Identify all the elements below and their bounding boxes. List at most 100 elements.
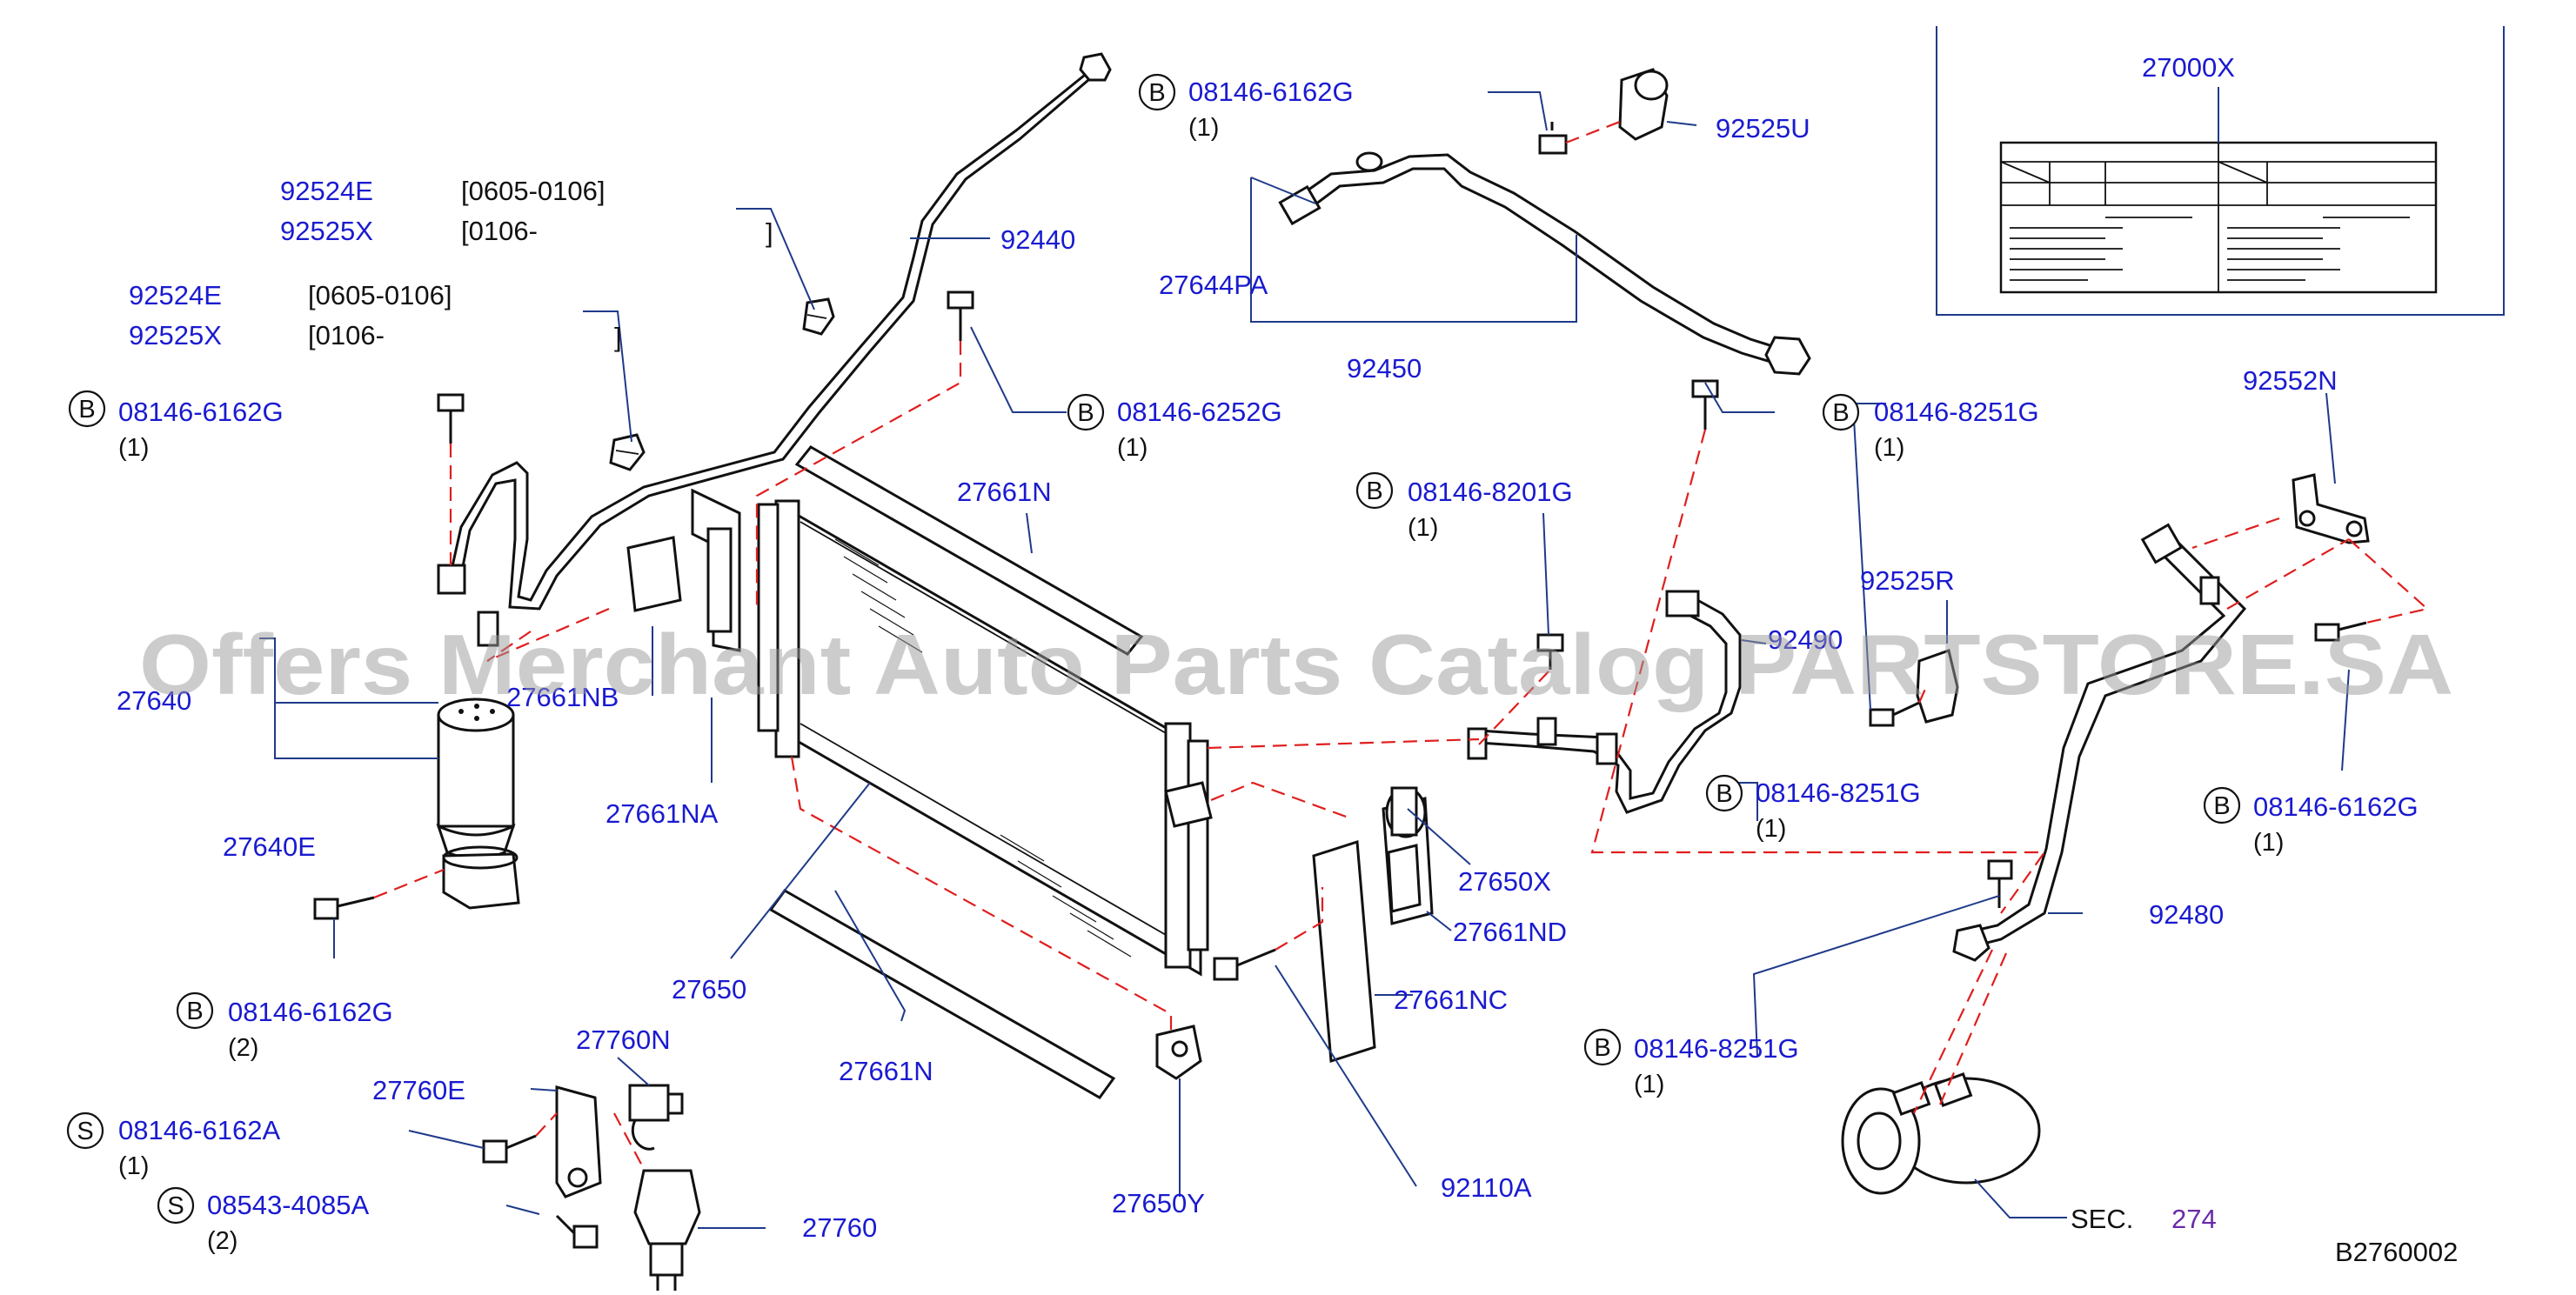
bolt-marker-3: B [1067, 393, 1105, 431]
pipe-92450 [1278, 151, 1811, 376]
label-92110A: 92110A [1441, 1172, 1532, 1203]
bolt-number-6: 08146-8251G [1756, 778, 1921, 808]
bolt-icon-5 [1869, 701, 1920, 727]
bolt-qty-6: (1) [1756, 815, 1786, 843]
label-92525R: 92525R [1860, 565, 1955, 596]
pipe-92490 [1467, 590, 1742, 814]
bolt-qty-5: (1) [1408, 514, 1438, 542]
mount-27650Y [1155, 1025, 1202, 1080]
label-27650X: 27650X [1458, 866, 1551, 897]
note1-range-a: [0605-0106] [461, 176, 605, 206]
pressure-switch-27760 [633, 1169, 701, 1294]
label-27640: 27640 [117, 685, 191, 716]
label-27644PA: 27644PA [1159, 270, 1268, 300]
bolt-marker-1: B [1138, 73, 1176, 111]
label-27661NC: 27661NC [1394, 985, 1508, 1015]
seal-27661N-top [794, 445, 1144, 656]
note1-part-b: 92525X [280, 216, 373, 246]
note2-part-a: 92524E [129, 280, 222, 310]
label-27661NB: 27661NB [506, 682, 619, 712]
condenser-27650 [757, 499, 1213, 977]
bolt-qty-3: (1) [1117, 434, 1147, 462]
seal-27661N-bottom [768, 889, 1116, 1099]
bolt-number-4: 08146-8251G [1874, 397, 2039, 427]
watermark: Offers Merchant Auto Parts Catalog PARTS… [139, 617, 2453, 712]
svg-text:S: S [167, 1192, 184, 1220]
screw-marker-1: S [66, 1111, 104, 1150]
screw-marker-2: S [157, 1186, 195, 1225]
label-27760: 27760 [802, 1212, 877, 1243]
note2-range-a: [0605-0106] [308, 280, 452, 310]
bolt-marker-6: B [1705, 774, 1743, 812]
label-92450: 92450 [1347, 353, 1422, 384]
label-27760E: 27760E [372, 1075, 465, 1105]
bolt-marker-5: B [1355, 471, 1394, 510]
bolt-icon-7 [313, 896, 375, 920]
bracket-27760E [555, 1085, 602, 1198]
label-27661N-top: 27661N [957, 477, 1052, 507]
bolt-icon-3 [1691, 379, 1719, 430]
clamp-92525R [1916, 649, 1959, 724]
pipe-clip-lower [609, 433, 646, 471]
bolt-marker-8: B [176, 991, 214, 1030]
label-27000X: 27000X [2142, 52, 2235, 83]
label-92490: 92490 [1768, 624, 1843, 655]
note1-close: ] [766, 217, 773, 248]
bracket-27640E [442, 845, 520, 910]
bolt-qty-1: (1) [1188, 114, 1219, 142]
compressor [1841, 1072, 2041, 1195]
bolt-qty-4: (1) [1874, 434, 1904, 462]
svg-text:B: B [1366, 477, 1382, 505]
label-27650: 27650 [672, 974, 746, 1005]
label-27640E: 27640E [223, 831, 316, 862]
svg-text:S: S [77, 1118, 93, 1145]
bolt-number-7: 08146-6162G [2253, 791, 2419, 822]
bolt-icon-6 [2314, 621, 2367, 642]
seal-27661NC [1312, 839, 1376, 1064]
bolt-qty-9: (1) [1634, 1071, 1664, 1098]
bolt-marker-2: B [68, 390, 106, 428]
bolt-qty-7: (1) [2253, 829, 2284, 857]
bolt-number-8: 08146-6162G [228, 997, 393, 1027]
bolt-marker-4: B [1822, 393, 1860, 431]
section-ref-label: SEC. [2071, 1204, 2133, 1234]
bolt-number-5: 08146-8201G [1408, 477, 1573, 507]
screw-qty-1: (1) [118, 1152, 149, 1180]
note2-range-b: [0106- [308, 320, 385, 350]
bolt-number-1: 08146-6162G [1188, 77, 1354, 107]
bolt-number-2: 08146-6162G [118, 397, 284, 427]
bracket-92552N [2292, 473, 2370, 544]
harness-27760N [628, 1084, 684, 1151]
svg-text:B: B [1832, 399, 1849, 427]
svg-text:B: B [2213, 792, 2230, 820]
bolt-icon-1 [437, 393, 465, 444]
leader-lines [259, 91, 2350, 1229]
bolt-marker-9: B [1583, 1028, 1622, 1066]
label-27650Y: 27650Y [1112, 1188, 1205, 1218]
screw-number-1: 08146-6162A [118, 1115, 280, 1145]
note1-part-a: 92524E [280, 176, 373, 206]
note1-range-b: [0106- [461, 216, 538, 246]
label-92440: 92440 [1000, 224, 1075, 255]
label-92525U: 92525U [1716, 113, 1810, 144]
bolt-icon-8 [1213, 948, 1276, 981]
svg-text:B: B [78, 396, 95, 424]
pipe-clip-upper [802, 297, 835, 336]
label-27661ND: 27661ND [1453, 917, 1567, 947]
diagram-code: B2760002 [2335, 1237, 2458, 1267]
assembly-lines [373, 120, 2430, 1170]
label-frame [1936, 26, 2505, 316]
bolt-icon-2 [947, 290, 974, 341]
label-27760N: 27760N [576, 1025, 671, 1055]
bolt-icons [313, 290, 2367, 1249]
seal-27661NA [691, 488, 741, 652]
bolt-number-3: 08146-6252G [1117, 397, 1282, 427]
bolt-icon-4 [1536, 633, 1564, 670]
screw-icon-1 [482, 1134, 537, 1164]
label-27661N-bottom: 27661N [839, 1056, 933, 1086]
svg-text:B: B [1716, 780, 1732, 808]
label-92480: 92480 [2149, 899, 2224, 930]
labels: 27000X 08146-6162G (1) 92525U 92524E [06… [117, 52, 2458, 1267]
